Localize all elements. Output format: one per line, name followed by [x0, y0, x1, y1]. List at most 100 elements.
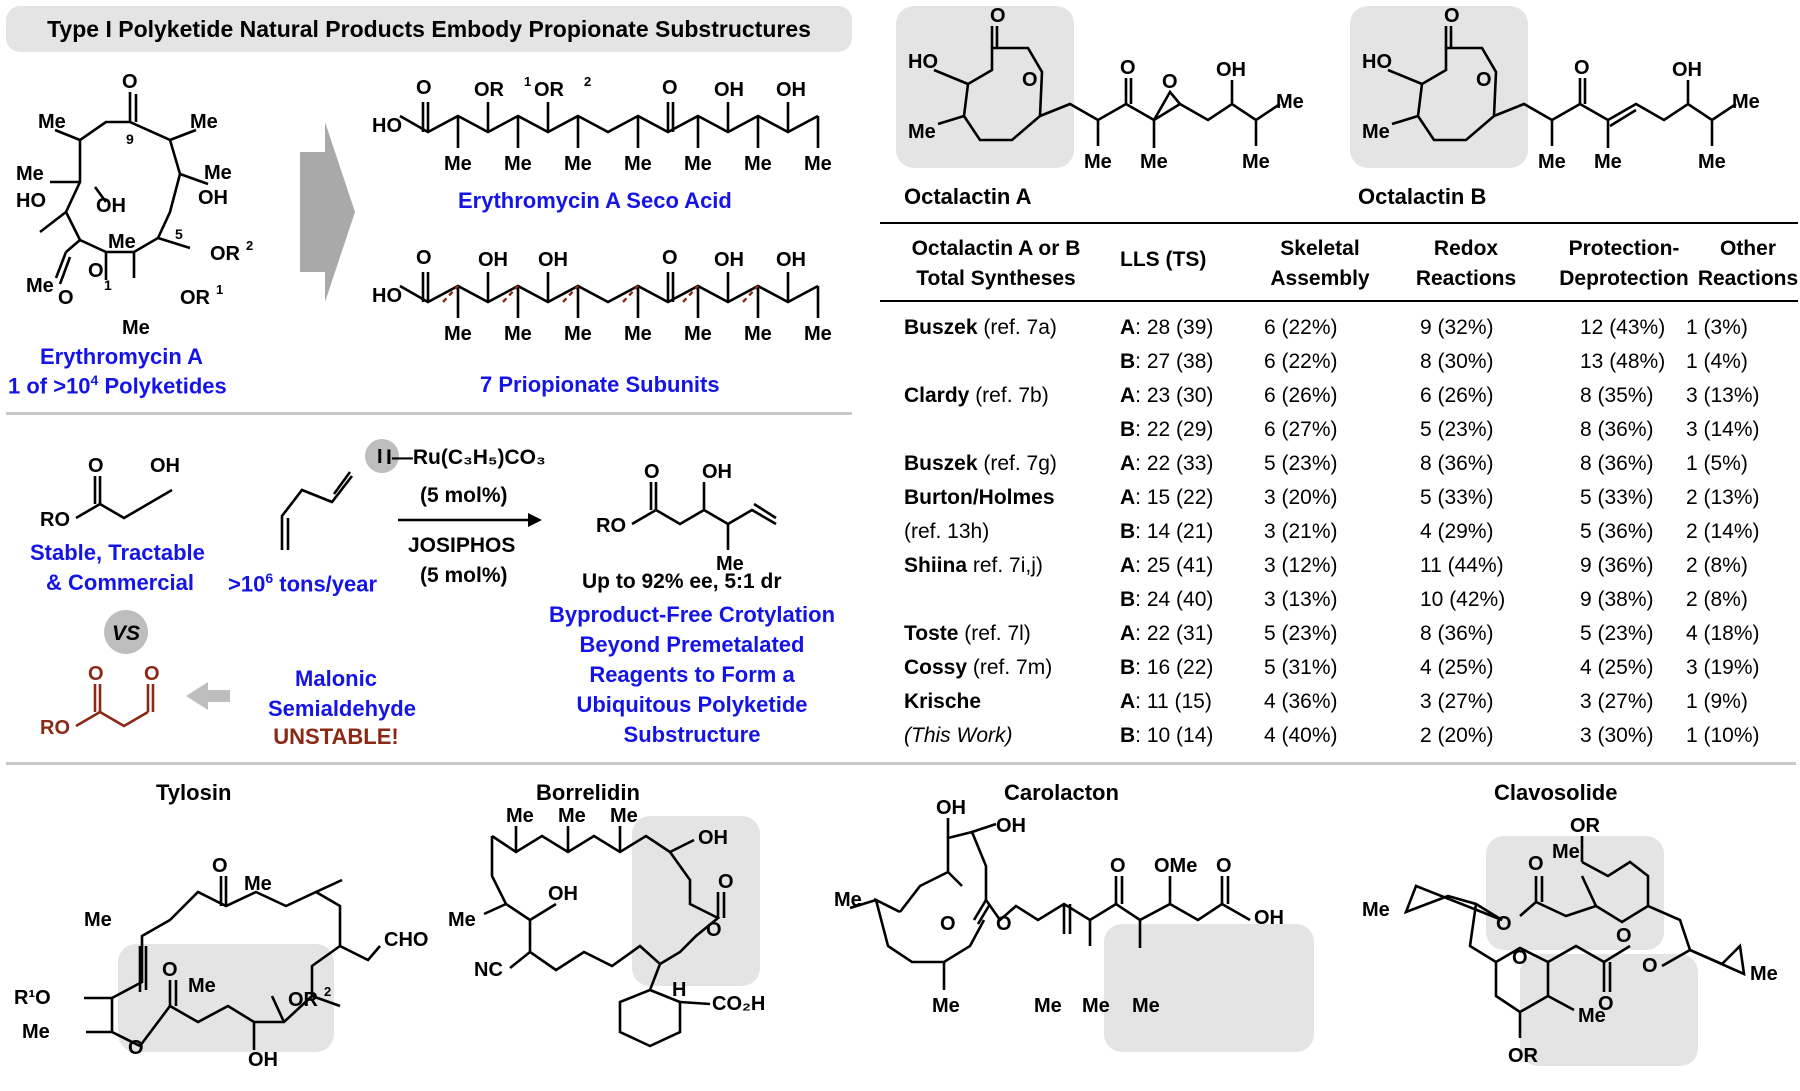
atom-label: O: [144, 663, 160, 685]
atom-label: OH: [776, 249, 806, 271]
redox-cell: 8 (36%): [1420, 622, 1494, 645]
atom-label: NC: [474, 959, 503, 981]
redox-cell: 5 (33%): [1420, 486, 1494, 509]
reaction-arrowhead: [528, 513, 542, 527]
atom-label: Me: [804, 153, 832, 175]
atom-label: HO: [372, 285, 402, 307]
transform-arrow: [300, 122, 355, 302]
iodide-circle: [365, 439, 399, 473]
malonic-semialdehyde-skeleton: [75, 684, 155, 728]
clavosolide-highlight-top: [1486, 836, 1664, 950]
table-row: B: 27 (38) 6 (22%) 8 (30%) 13 (48%) 1 (4…: [880, 350, 1798, 384]
atom-label: O: [1120, 57, 1136, 79]
atom-label: O: [1110, 855, 1126, 877]
atom-label: O: [996, 913, 1012, 935]
atom-label: Me: [716, 553, 744, 575]
atom-label: Me: [38, 111, 66, 133]
author-cell: Clardy (ref. 7b): [904, 384, 1049, 407]
vs-label: VS: [112, 622, 140, 645]
atom-label: Me: [1034, 995, 1062, 1017]
other-cell: 3 (19%): [1686, 656, 1760, 679]
skeletal-cell: 3 (21%): [1264, 520, 1338, 543]
protection-cell: 8 (36%): [1580, 418, 1654, 441]
protection-cell: 4 (25%): [1580, 656, 1654, 679]
atom-label: Me: [506, 805, 534, 827]
atom-label: R¹O: [14, 987, 51, 1009]
atom-label: Me: [26, 275, 54, 297]
atom-label: OMe: [1154, 855, 1197, 877]
atom-label: Me: [204, 162, 232, 184]
atom-label: 1: [524, 74, 531, 89]
atom-label: Me: [504, 323, 532, 345]
redox-cell: 6 (26%): [1420, 384, 1494, 407]
lls-cell: B: 14 (21): [1120, 520, 1214, 543]
other-cell: 2 (8%): [1686, 554, 1748, 577]
other-cell: 2 (14%): [1686, 520, 1760, 543]
atom-label: OH: [548, 883, 578, 905]
atom-label: Me: [1132, 995, 1160, 1017]
skeletal-cell: 6 (22%): [1264, 316, 1338, 339]
atom-label: Me: [1538, 151, 1566, 173]
outcome-line: Reagents to Form a: [589, 662, 795, 687]
atom-label: O: [644, 461, 660, 483]
carolacton-skeleton: [849, 818, 1251, 990]
atom-label: Me: [1242, 151, 1270, 173]
atom-label: O: [662, 247, 678, 269]
selectivity-label: Up to 92% ee, 5:1 dr: [582, 570, 782, 593]
octalactin-a-label: Octalactin A: [904, 184, 1032, 209]
other-cell: 3 (14%): [1686, 418, 1760, 441]
malonic-line: Semialdehyde: [268, 696, 416, 721]
carolacton-label: Carolacton: [1004, 780, 1119, 805]
atom-label: Me: [624, 153, 652, 175]
atom-label: O: [122, 71, 138, 93]
other-cell: 1 (10%): [1686, 724, 1760, 747]
unstable-label: UNSTABLE!: [273, 724, 399, 749]
octalactin-a-skeleton: [933, 26, 1281, 148]
atom-label: OR: [534, 79, 565, 101]
crotylation-scheme: O OH RO I I—Ru(C₃H₅)CO₃ (5 mol%) JOSIPHO…: [40, 439, 777, 739]
atom-label: OH: [478, 249, 508, 271]
atom-label: OH: [702, 461, 732, 483]
other-cell: 2 (8%): [1686, 588, 1748, 611]
atom-label: Me: [610, 805, 638, 827]
atom-label: 9: [126, 131, 134, 147]
atom-label: 2: [324, 984, 331, 999]
other-cell: 1 (9%): [1686, 690, 1748, 713]
atom-label: CO₂H: [712, 993, 765, 1015]
atom-label: HO: [372, 115, 402, 137]
protection-cell: 9 (38%): [1580, 588, 1654, 611]
table-row: (ref. 13h) B: 14 (21) 3 (21%) 4 (29%) 5 …: [880, 520, 1798, 554]
author-cell: Toste (ref. 7l): [904, 622, 1031, 645]
atom-label: OH: [198, 187, 228, 209]
atom-label: Me: [1362, 121, 1390, 143]
redox-cell: 4 (29%): [1420, 520, 1494, 543]
atom-label: Me: [558, 805, 586, 827]
atom-label: O: [88, 455, 104, 477]
atom-label: O: [1022, 69, 1038, 91]
atom-label: Me: [448, 909, 476, 931]
table-header-rule: [880, 300, 1798, 302]
atom-label: OH: [698, 827, 728, 849]
hydroxy-ester-skeleton: [75, 476, 173, 520]
tylosin-label: Tylosin: [156, 780, 232, 805]
malonic-label: Malonic Semialdehyde: [268, 664, 416, 724]
redox-cell: 5 (23%): [1420, 418, 1494, 441]
atom-label: Me: [444, 153, 472, 175]
atom-label: Me: [684, 153, 712, 175]
atom-label: Me: [108, 231, 136, 253]
lls-cell: B: 24 (40): [1120, 588, 1214, 611]
unstable-arrow: [186, 682, 230, 710]
atom-label: O: [416, 77, 432, 99]
atom-label: O: [662, 77, 678, 99]
atom-label: HO: [1362, 51, 1392, 73]
atom-label: Me: [834, 889, 862, 911]
author-cell: Buszek (ref. 7a): [904, 316, 1057, 339]
table-row: (This Work) B: 10 (14) 4 (40%) 2 (20%) 3…: [880, 724, 1798, 758]
lls-cell: B: 22 (29): [1120, 418, 1214, 441]
skeletal-cell: 6 (22%): [1264, 350, 1338, 373]
erythromycin-a-skeleton: [39, 92, 209, 285]
atom-label: OR: [180, 287, 211, 309]
atom-label: Me: [1362, 899, 1390, 921]
